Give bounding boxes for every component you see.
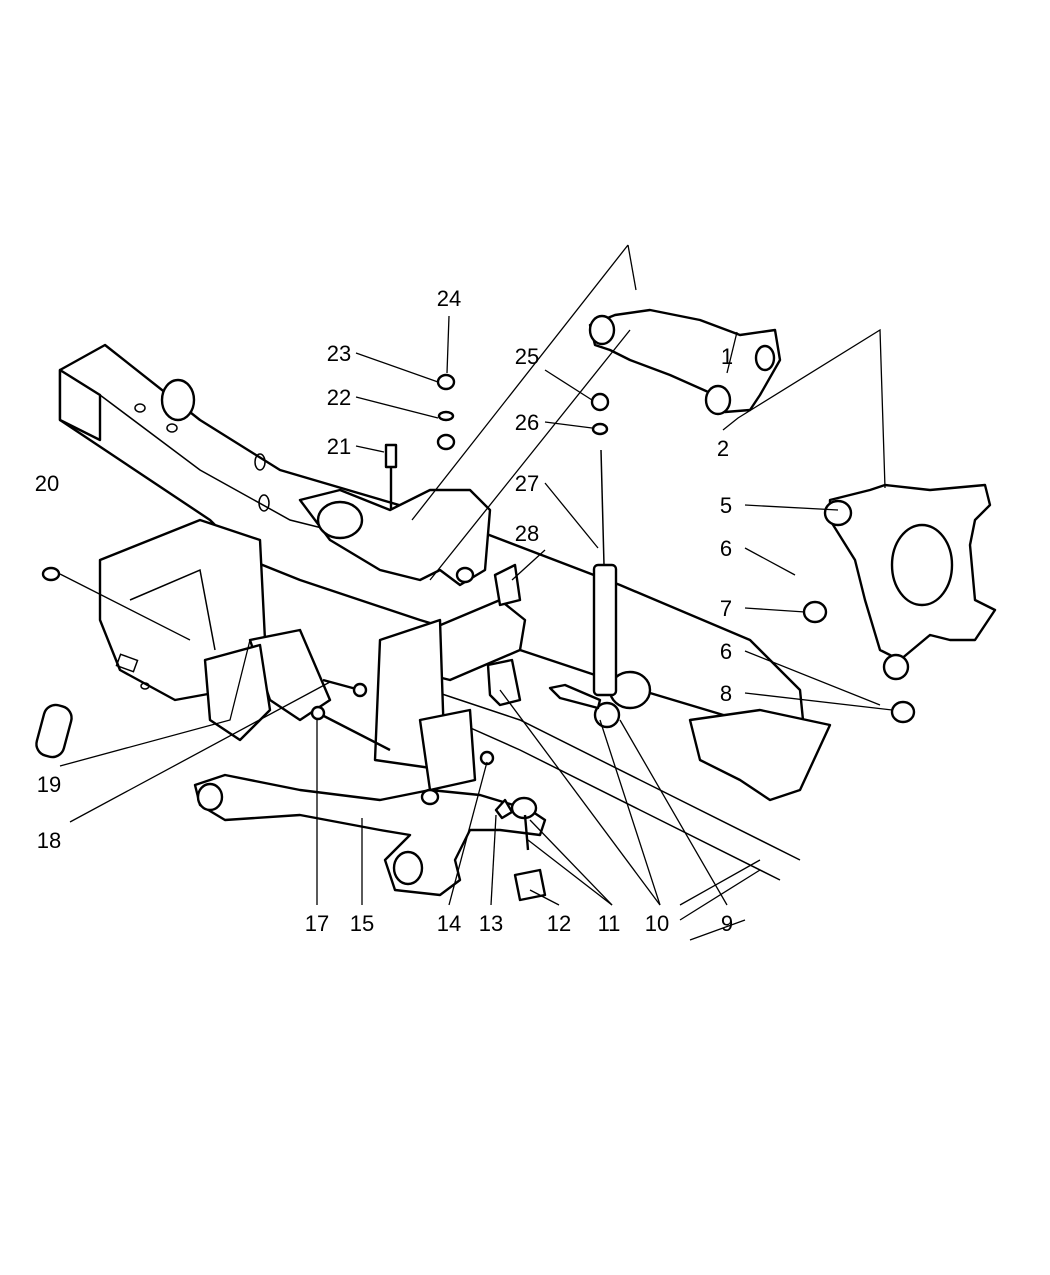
callout-6: 6 (720, 536, 732, 561)
steering-knuckle (802, 483, 997, 724)
jounce-bumper (486, 658, 522, 707)
callout-labels: 1 2 5 6 7 6 8 9 10 11 12 13 14 15 17 18 … (35, 286, 733, 936)
callout-1: 1 (721, 344, 733, 369)
callout-13: 13 (479, 911, 503, 936)
callout-20: 20 (35, 471, 59, 496)
callout-27: 27 (515, 471, 539, 496)
hardware (35, 373, 514, 820)
callout-8: 8 (720, 681, 732, 706)
leader-lines (59, 244, 893, 941)
upper-control-arm (588, 308, 782, 416)
callout-2: 2 (717, 436, 729, 461)
callout-24: 24 (437, 286, 461, 311)
callout-12: 12 (547, 911, 571, 936)
callout-15: 15 (350, 911, 374, 936)
callout-21: 21 (327, 434, 351, 459)
callout-17: 17 (305, 911, 329, 936)
frame-bracket (203, 488, 527, 792)
callout-28: 28 (515, 521, 539, 546)
callout-26: 26 (515, 410, 539, 435)
callout-25: 25 (515, 344, 539, 369)
callout-14: 14 (437, 911, 461, 936)
callout-22: 22 (327, 385, 351, 410)
callout-5: 5 (720, 493, 732, 518)
callout-7: 7 (720, 596, 732, 621)
callout-11: 11 (598, 911, 621, 936)
lower-control-arm (193, 773, 547, 902)
callout-6: 6 (720, 639, 732, 664)
shock-absorber (548, 392, 621, 729)
callout-23: 23 (327, 341, 351, 366)
callout-18: 18 (37, 828, 61, 853)
bumper-28 (493, 563, 522, 607)
callout-19: 19 (37, 772, 61, 797)
callout-9: 9 (721, 911, 733, 936)
callout-10: 10 (645, 911, 669, 936)
